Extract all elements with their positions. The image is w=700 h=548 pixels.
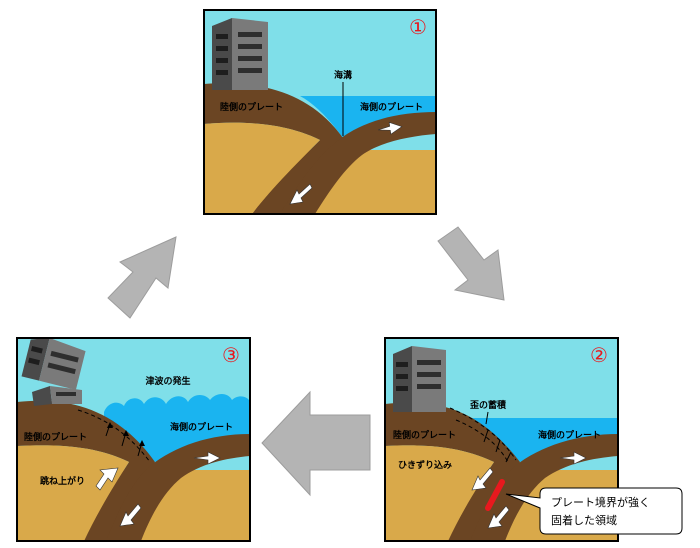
rebound-arrow (95, 467, 119, 491)
tsunami-label: 津波の発生 (145, 375, 190, 387)
subduction-arrow (289, 183, 313, 205)
fixed-zone-marker (485, 479, 505, 511)
building (393, 346, 446, 412)
sea-plate-arrow (559, 451, 587, 465)
subduction-arrow (487, 505, 510, 529)
land-plate (17, 400, 155, 541)
land-plate-label: 陸側のプレート (393, 429, 456, 441)
sea-plate (280, 112, 436, 214)
panel-1: ① 海溝 陸側のプレート 海側のプレート (203, 9, 437, 215)
sea-plate-arrow (193, 451, 221, 465)
strain-line (455, 419, 509, 463)
callout-line-2: 固着した領域 (551, 513, 617, 527)
rebound-label: 跳ね上がり (40, 475, 85, 487)
panel-3-frame (16, 337, 251, 542)
cycle-arrow-1-to-2 (437, 226, 505, 301)
strain-arrow (505, 451, 512, 463)
sea-plate-arrow (378, 121, 403, 135)
panel-2-number: ② (590, 343, 608, 367)
uplift-arrow-head (107, 422, 113, 428)
land-plate-label: 陸側のプレート (24, 431, 87, 443)
panel-2-frame (384, 337, 619, 542)
building (212, 18, 268, 90)
land-plate-label: 陸側のプレート (220, 101, 283, 113)
panel-1-number: ① (409, 15, 427, 39)
panel-3-number: ③ (222, 343, 240, 367)
strain-leader (485, 411, 489, 425)
fixed-zone-callout: プレート境界が強く 固着した領域 (505, 487, 683, 535)
ground-left (17, 445, 129, 541)
cycle-arrow-2-to-3 (261, 390, 371, 497)
rebound-line (77, 409, 151, 463)
ground-left (204, 122, 320, 214)
damaged-building (21, 338, 86, 406)
uplift-arrow-head (123, 430, 129, 436)
panel-2: ② 歪の蓄積 陸側のプレート 海側のプレート ひきずり込み プレート境界が強く … (384, 337, 683, 542)
strain-label: 歪の蓄積 (470, 399, 507, 411)
ground-left (385, 445, 494, 541)
cycle-arrow-3-to-1 (107, 236, 177, 319)
drag-label: ひきずり込み (398, 459, 452, 471)
drag-arrow (471, 467, 494, 491)
trench-label: 海溝 (334, 69, 352, 81)
callout-line-1: プレート境界が強く (551, 495, 650, 509)
sea (300, 96, 436, 138)
strain-arrow (495, 439, 501, 453)
sea-plate-label: 海側のプレート (170, 421, 233, 433)
panel-3: ③ 津波の発生 陸側のプレート 海側のプレート 跳ね上がり (16, 337, 251, 542)
sea-plate-label: 海側のプレート (360, 101, 423, 113)
sea (468, 418, 618, 462)
uplift-arrow-head (139, 440, 145, 446)
sea-plate-label: 海側のプレート (538, 429, 601, 441)
strain-line (449, 407, 517, 461)
strain-arrow (483, 429, 489, 443)
subduction-arrow (119, 503, 142, 527)
panel-1-frame (203, 9, 437, 215)
